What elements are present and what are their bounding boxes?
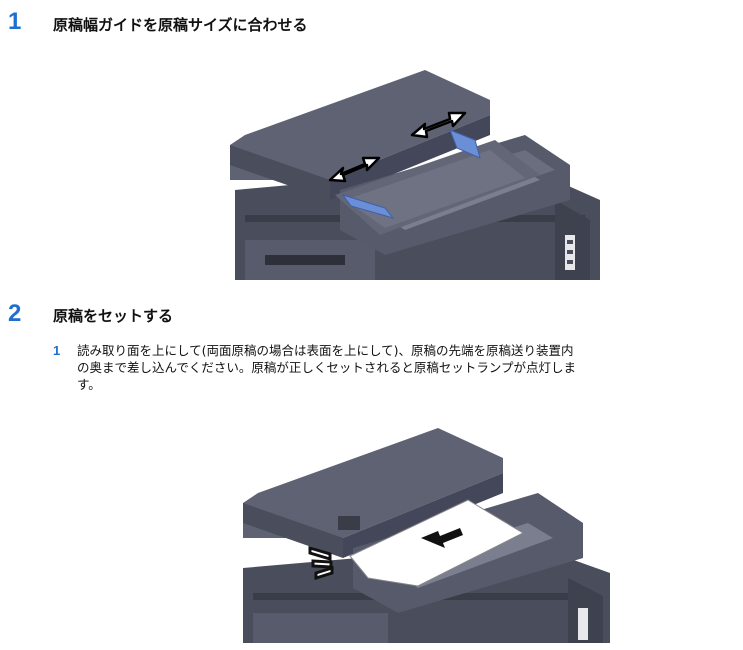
step-2-substep-1-text: 読み取り面を上にして(両面原稿の場合は表面を上にして)、原稿の先端を原稿送り装置… — [77, 342, 737, 393]
document-processor-insert-original-illustration — [243, 428, 610, 643]
substep-text-line: の奥まで差し込んでください。原稿が正しくセットされると原稿セットランプが点灯しま — [77, 360, 577, 375]
step-2-title: 原稿をセットする — [53, 307, 174, 325]
step-1-number: 1 — [8, 8, 22, 35]
step-2-number: 2 — [8, 300, 22, 327]
substep-text-line: 読み取り面を上にして(両面原稿の場合は表面を上にして)、原稿の先端を原稿送り装置… — [77, 343, 574, 358]
document-processor-guide-adjust-illustration — [230, 70, 600, 280]
step-1-title: 原稿幅ガイドを原稿サイズに合わせる — [53, 16, 308, 34]
substep-text-line: す。 — [77, 377, 101, 392]
step-2-substep-1-number: 1 — [53, 343, 61, 358]
